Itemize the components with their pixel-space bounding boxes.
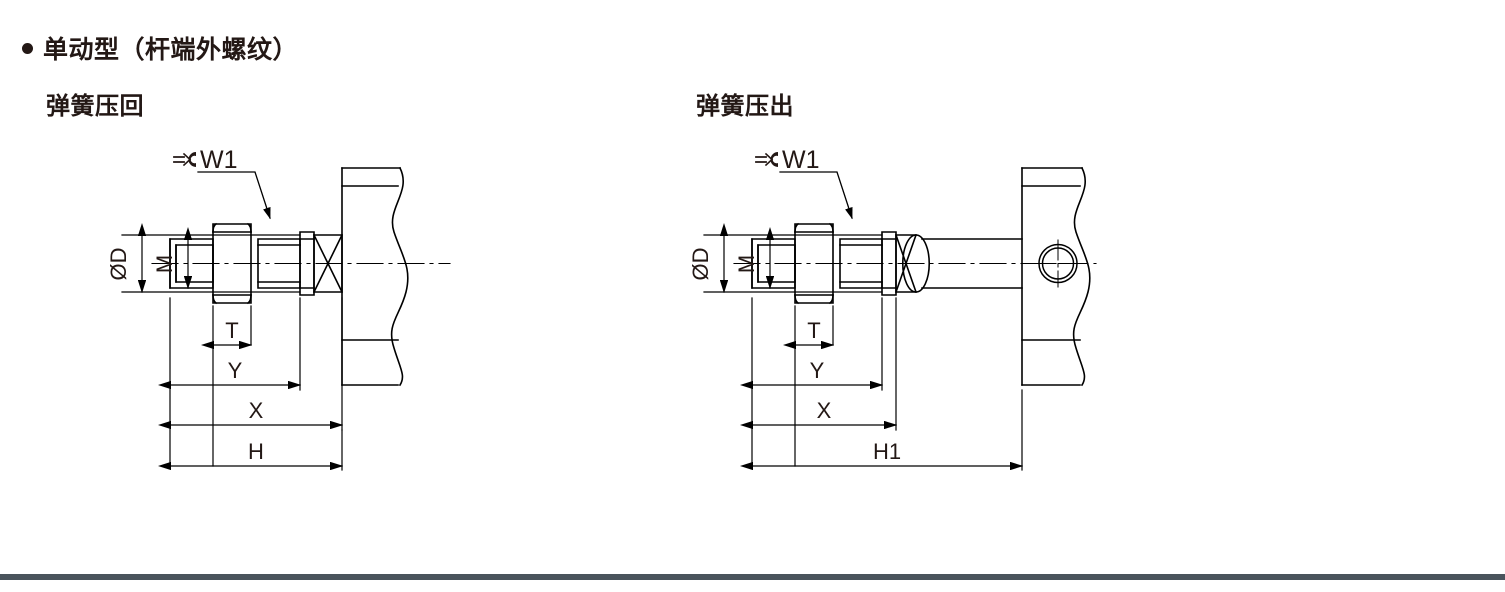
variant-heading-spring-return: 弹簧压回 bbox=[46, 93, 144, 120]
section-title: 单动型（杆端外螺纹） bbox=[43, 36, 299, 64]
bullet-dot-icon bbox=[22, 42, 33, 54]
dimension-group-diameter bbox=[121, 223, 301, 294]
threaded-shank bbox=[257, 238, 301, 289]
label-thread-length: T bbox=[225, 318, 238, 343]
label-X: X bbox=[817, 398, 832, 423]
dimension-group-lengths bbox=[740, 297, 1024, 471]
rod-assembly bbox=[169, 222, 344, 305]
wrench-icon bbox=[173, 152, 196, 167]
label-Y: Y bbox=[810, 358, 825, 383]
label-overall: H bbox=[248, 439, 264, 464]
drawing-canvas-spring-return: W1 ØD M T Y X H bbox=[106, 146, 451, 471]
leader-line bbox=[197, 171, 271, 220]
label-overall: H1 bbox=[873, 439, 901, 464]
technical-drawing-spring-extend: W1 ØD M T Y X H1 bbox=[688, 140, 1100, 490]
break-line bbox=[390, 166, 409, 387]
threaded-shank bbox=[839, 238, 883, 289]
section-heading: 单动型（杆端外螺纹） bbox=[22, 30, 298, 66]
wrench-callout bbox=[779, 171, 853, 220]
extended-rod bbox=[921, 238, 1023, 289]
wrench-callout bbox=[197, 171, 271, 220]
technical-drawing-spring-return: W1 ØD M T Y X H bbox=[106, 140, 470, 490]
label-X: X bbox=[249, 398, 264, 423]
label-thread-length: T bbox=[807, 318, 820, 343]
cylinder-body bbox=[341, 166, 409, 387]
label-thread: M bbox=[734, 255, 759, 273]
dimension-group-diameter bbox=[703, 223, 883, 294]
dimension-group-lengths bbox=[158, 297, 344, 471]
cylinder-body bbox=[1021, 166, 1091, 387]
drawing-canvas-spring-extend: W1 ØD M T Y X H1 bbox=[688, 146, 1097, 471]
label-thread: M bbox=[152, 255, 177, 273]
label-wrench: W1 bbox=[782, 146, 820, 174]
rod-assembly bbox=[751, 222, 1023, 305]
break-line bbox=[1072, 166, 1091, 387]
wrench-icon bbox=[755, 152, 778, 167]
label-outer-diameter: ØD bbox=[106, 248, 131, 281]
bottom-divider bbox=[0, 574, 1505, 580]
label-wrench: W1 bbox=[200, 146, 238, 174]
variant-heading-spring-extend: 弹簧压出 bbox=[696, 93, 794, 120]
label-outer-diameter: ØD bbox=[688, 248, 713, 281]
label-Y: Y bbox=[228, 358, 243, 383]
leader-line bbox=[779, 171, 853, 220]
